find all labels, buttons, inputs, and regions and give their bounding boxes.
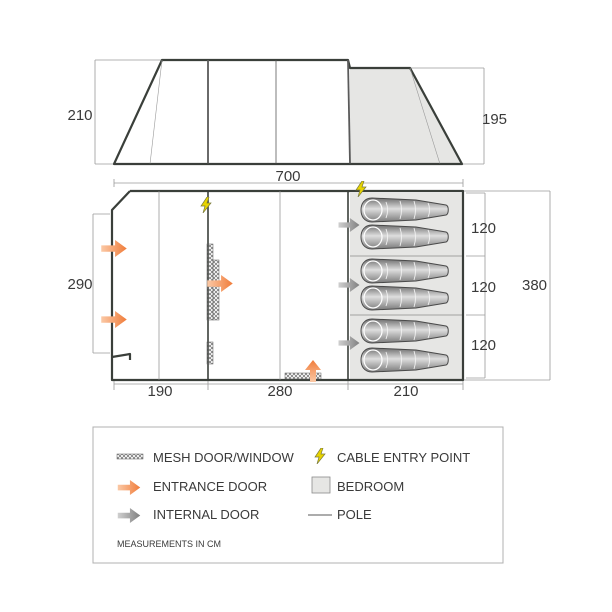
floor-plan: 700 290 380 120 120 120 190 280 210 xyxy=(67,168,551,400)
mesh-door-front xyxy=(284,372,322,380)
left-width-label: 290 xyxy=(67,276,92,293)
height-right-label: 195 xyxy=(482,111,507,128)
floor-plan-guides xyxy=(92,179,551,390)
entrance-arrow-icon xyxy=(101,311,127,328)
legend-bedroom-label: BEDROOM xyxy=(337,479,404,494)
bedroom-width-label: 120 xyxy=(471,337,496,354)
section-length-label: 190 xyxy=(147,383,172,400)
section-length-label: 280 xyxy=(267,383,292,400)
legend-entrance-label: ENTRANCE DOOR xyxy=(153,479,267,494)
section-length-label: 210 xyxy=(393,383,418,400)
bedroom-width-label: 120 xyxy=(471,220,496,237)
bedroom-section-side xyxy=(350,68,462,164)
bedroom-swatch-icon xyxy=(311,476,331,494)
total-length-label: 700 xyxy=(275,168,300,185)
legend-cable-label: CABLE ENTRY POINT xyxy=(337,450,470,465)
legend-mesh-label: MESH DOOR/WINDOW xyxy=(153,450,295,465)
entrance-arrow-icon xyxy=(101,240,127,257)
mesh-window-lower xyxy=(206,341,214,365)
cable-entry-bolt-icon xyxy=(200,197,212,213)
height-left-label: 210 xyxy=(67,107,92,124)
side-view: 210 195 xyxy=(67,58,507,166)
entrance-arrow-icon xyxy=(305,360,321,382)
legend-border xyxy=(92,426,504,564)
legend-pole-label: POLE xyxy=(337,507,372,522)
total-width-label: 380 xyxy=(522,277,547,294)
bedroom-width-label: 120 xyxy=(471,279,496,296)
mesh-windows xyxy=(206,243,322,380)
side-view-guides xyxy=(94,59,485,165)
mesh-window-left xyxy=(212,259,220,321)
side-view-poles xyxy=(149,59,441,165)
bedroom-dividers xyxy=(350,255,462,316)
legend-box: MESH DOOR/WINDOW CABLE ENTRY POINT ENTRA… xyxy=(92,426,504,564)
measurements-note: MEASUREMENTS IN CM xyxy=(117,539,221,549)
mesh-pattern-icon xyxy=(116,453,144,460)
legend-internal-label: INTERNAL DOOR xyxy=(153,507,259,522)
